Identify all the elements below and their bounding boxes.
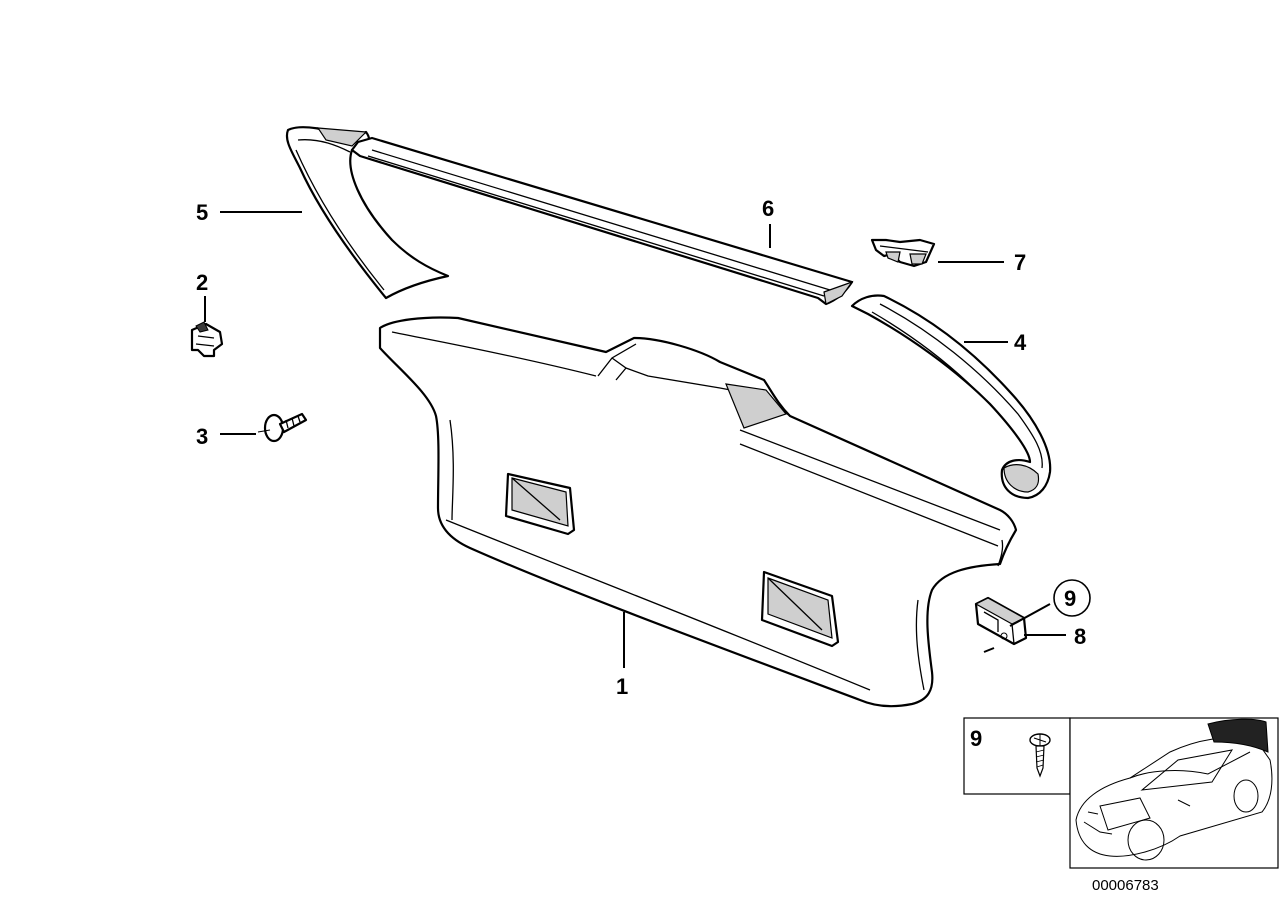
leader-lines — [204, 211, 1066, 668]
reference-number: 00006783 — [1092, 877, 1159, 894]
part-7-bracket[interactable] — [870, 238, 936, 268]
part-1-main-panel[interactable] — [378, 316, 1018, 708]
part-2-clip[interactable] — [190, 321, 224, 358]
callout-6: 6 — [762, 196, 774, 221]
part-8-holder[interactable] — [974, 596, 1028, 646]
part-5-left-trim[interactable] — [285, 126, 450, 300]
part-3-fastener[interactable] — [257, 412, 308, 443]
callout-3: 3 — [196, 424, 208, 449]
callout-2: 2 — [196, 270, 208, 295]
part-4-right-trim[interactable] — [850, 294, 1052, 500]
callout-9-circle — [1053, 579, 1091, 617]
callout-4: 4 — [1014, 330, 1027, 355]
part-6-top-strip[interactable] — [350, 136, 854, 306]
callout-9: 9 — [1064, 586, 1076, 611]
callout-7: 7 — [1014, 250, 1026, 275]
callout-8: 8 — [1074, 624, 1086, 649]
callout-5: 5 — [196, 200, 208, 225]
car-silhouette-icon — [1075, 718, 1273, 861]
screw-icon — [1029, 733, 1051, 778]
inset-car-location — [1069, 717, 1279, 869]
inset-box-label: 9 — [970, 726, 982, 751]
inset-screw-box: 9 — [963, 717, 1071, 795]
callout-1: 1 — [616, 674, 628, 699]
